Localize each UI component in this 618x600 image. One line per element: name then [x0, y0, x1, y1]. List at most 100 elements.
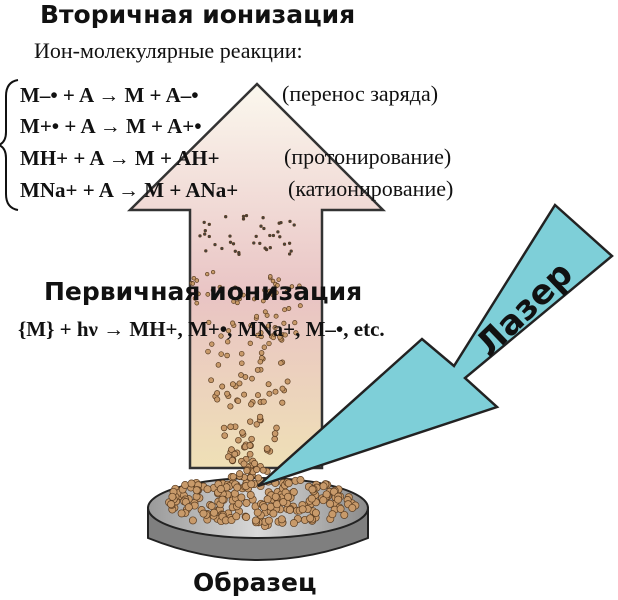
- particle: [168, 492, 177, 501]
- reaction-equation: MNa+ + A → M + ANa+: [20, 178, 239, 202]
- particle: [322, 490, 331, 499]
- particle: [282, 307, 288, 313]
- particle: [167, 500, 176, 509]
- particle: [271, 430, 279, 437]
- particle: [266, 390, 273, 397]
- particle: [238, 372, 244, 378]
- primary-ionization-equation: {M} + hν → MH+, M+•, MNa+, M–•, etc.: [18, 317, 385, 341]
- particle: [264, 247, 269, 252]
- particle: [282, 242, 287, 246]
- particle: [205, 348, 211, 355]
- particle: [269, 509, 278, 518]
- particle: [219, 383, 226, 390]
- particle: [254, 474, 262, 482]
- particle: [306, 514, 315, 523]
- particle: [284, 479, 293, 488]
- particle: [247, 480, 256, 489]
- particle: [203, 485, 212, 494]
- particle: [271, 492, 280, 501]
- particle: [246, 474, 255, 482]
- particle: [249, 375, 255, 382]
- particle: [210, 508, 219, 517]
- particle: [293, 330, 299, 336]
- particle: [206, 319, 212, 325]
- particle: [232, 285, 238, 290]
- particle: [279, 220, 283, 225]
- particle: [237, 493, 246, 502]
- particle: [251, 516, 260, 525]
- particle: [328, 510, 337, 519]
- particle: [231, 242, 236, 246]
- particle: [246, 491, 255, 499]
- particle: [261, 344, 267, 350]
- particle: [326, 499, 335, 508]
- particle: [275, 283, 280, 288]
- particle: [274, 290, 279, 296]
- particle: [244, 213, 249, 218]
- particle: [276, 230, 280, 234]
- particle: [265, 516, 273, 525]
- particle: [184, 503, 193, 512]
- reaction-equation: MH+ + A → M + AH+: [20, 146, 220, 170]
- particle: [235, 436, 242, 444]
- particle: [253, 508, 262, 517]
- particle: [319, 496, 328, 505]
- particle: [215, 362, 222, 368]
- particle: [220, 246, 224, 251]
- particle: [237, 296, 242, 302]
- particle: [190, 281, 196, 286]
- particle: [248, 435, 255, 443]
- particle: [273, 313, 279, 319]
- particle: [263, 495, 272, 504]
- particle: [284, 378, 291, 385]
- particle: [258, 333, 264, 340]
- particle: [218, 351, 224, 357]
- particle: [258, 350, 265, 356]
- particle: [213, 242, 217, 247]
- particle: [340, 510, 349, 519]
- particle: [228, 446, 235, 453]
- particle: [227, 423, 234, 431]
- particle: [330, 487, 338, 496]
- particle: [298, 505, 307, 514]
- particle: [226, 328, 232, 334]
- particle: [292, 320, 298, 326]
- particle: [240, 460, 248, 468]
- particle: [236, 380, 243, 387]
- particle: [203, 229, 207, 233]
- particle: [224, 352, 230, 359]
- particle: [208, 377, 214, 384]
- particle: [218, 495, 227, 504]
- particle: [260, 298, 266, 304]
- particle: [236, 470, 244, 478]
- particle: [225, 339, 231, 345]
- particle: [289, 249, 293, 253]
- particle: [265, 323, 272, 329]
- particle: [241, 292, 246, 298]
- particle: [267, 288, 273, 294]
- particle: [260, 503, 269, 512]
- particle: [210, 287, 216, 293]
- particle: [181, 481, 190, 489]
- particle: [191, 275, 197, 281]
- particle: [260, 398, 267, 405]
- particle: [252, 241, 256, 245]
- particle: [273, 424, 280, 432]
- particle: [229, 381, 236, 388]
- particle: [253, 466, 261, 473]
- particle: [194, 300, 200, 306]
- particle: [216, 485, 225, 493]
- particle: [198, 234, 202, 238]
- particle: [282, 332, 288, 338]
- particle: [284, 492, 292, 501]
- particle: [248, 401, 255, 408]
- reaction-brace: [0, 79, 19, 211]
- particle: [227, 403, 234, 410]
- particle: [272, 388, 279, 395]
- particle: [224, 390, 231, 397]
- particle: [199, 509, 208, 518]
- sample-label: Образец: [193, 568, 317, 597]
- particle: [286, 306, 292, 311]
- particle: [279, 399, 286, 406]
- particle: [230, 320, 236, 326]
